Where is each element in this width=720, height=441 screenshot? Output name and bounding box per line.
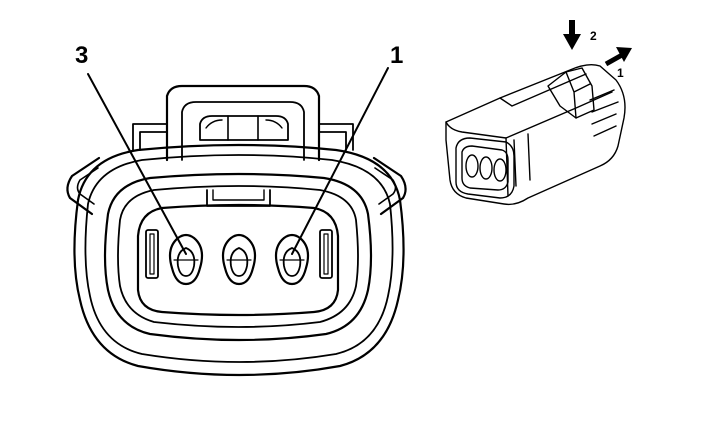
iso-body-ridge	[499, 73, 587, 107]
leader-line-pin-1	[291, 67, 389, 255]
pin-cavity-1	[274, 233, 310, 286]
pin-cavity-3	[168, 233, 204, 286]
side-slot-right	[319, 229, 333, 279]
arrow-down-icon	[563, 20, 581, 50]
iso-pin-cavity-b	[479, 156, 493, 180]
iso-latch-detail	[565, 71, 591, 119]
latch-tab-slope-left	[205, 119, 283, 129]
right-ear-inner	[374, 167, 397, 205]
connector-iso-view	[445, 63, 626, 206]
key-slot	[206, 189, 271, 207]
iso-body-outline	[445, 63, 626, 206]
latch-inner	[181, 101, 305, 161]
iso-pin-cavity-c	[493, 158, 507, 182]
latch-window	[199, 115, 289, 141]
side-slot-left	[145, 229, 159, 279]
arrow-label-1: 1	[617, 66, 624, 80]
housing-outer	[73, 143, 405, 377]
iso-rear-bands	[589, 89, 619, 137]
arrow-label-2: 2	[590, 29, 597, 43]
leader-line-pin-3	[87, 73, 187, 255]
pin-cavity-2	[221, 233, 257, 286]
pin-label-3: 3	[75, 42, 88, 69]
side-slot-right-inner	[323, 233, 329, 275]
iso-front-face-inner	[461, 145, 509, 191]
right-ear	[372, 156, 407, 216]
latch-outer	[165, 84, 321, 162]
connector-front-view	[66, 67, 407, 377]
iso-front-face	[455, 137, 515, 199]
side-slot-left-inner	[149, 233, 155, 275]
pin-label-1: 1	[390, 42, 403, 69]
shoulder-left	[132, 123, 168, 151]
arrow-diagonal-icon	[604, 47, 632, 67]
shoulder-right	[318, 123, 354, 151]
key-slot-inner	[212, 189, 265, 201]
housing-inner-2	[117, 185, 359, 328]
housing-second	[84, 154, 394, 363]
left-ear	[66, 156, 101, 216]
iso-side-lines	[505, 133, 531, 197]
iso-body-top	[445, 91, 613, 139]
pin-face	[136, 203, 340, 317]
housing-inner	[103, 172, 373, 342]
iso-pin-cavity-a	[465, 154, 479, 178]
latch-tab	[227, 115, 259, 141]
